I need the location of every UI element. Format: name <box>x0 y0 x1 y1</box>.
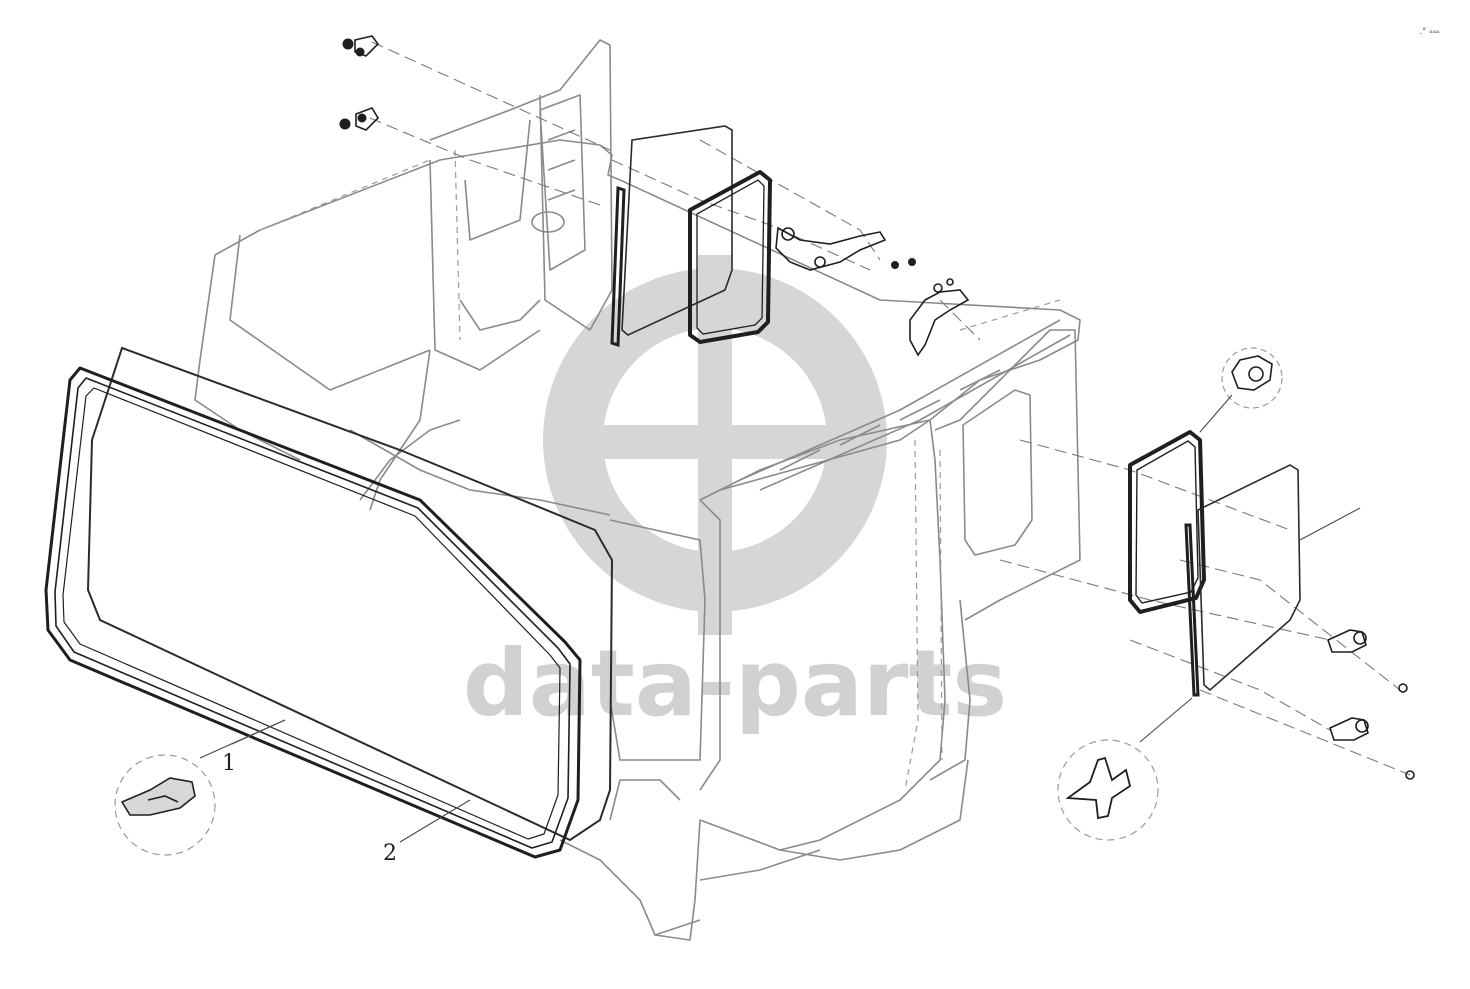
latch-bracket <box>909 278 970 357</box>
side-window-channel-right <box>1184 523 1200 697</box>
callout-2: 2 <box>383 841 397 866</box>
cab-body <box>194 39 1081 941</box>
side-window-glass-right <box>1197 464 1301 692</box>
detail-circle-bottom-right <box>1057 739 1159 841</box>
clips-right <box>1327 629 1415 780</box>
rear-window-seal <box>688 170 772 344</box>
detail-circle-left <box>114 754 216 856</box>
windshield-seal <box>44 366 582 859</box>
leader-lines <box>199 394 1361 843</box>
rear-window-channel <box>610 185 626 348</box>
fasteners-top-left <box>354 35 380 131</box>
corner-mark: ̵˚ ᵃᵃᵃ <box>1419 27 1440 39</box>
rear-window-glass <box>621 125 733 336</box>
explode-lines <box>369 41 1411 776</box>
windshield-glass <box>86 346 614 842</box>
hinge-bracket-top <box>775 226 887 271</box>
detail-circle-top-right <box>1221 347 1283 409</box>
watermark-text: data-parts <box>463 630 1007 737</box>
watermark: data-parts <box>463 255 1007 737</box>
cab-dashed-edges <box>259 149 1061 791</box>
callout-1: 1 <box>222 751 236 776</box>
